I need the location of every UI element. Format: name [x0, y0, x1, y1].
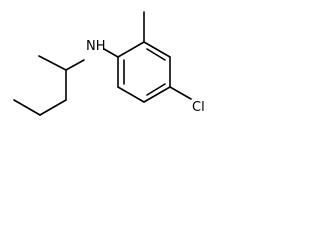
bond-ch2-ch	[39, 99, 67, 116]
ring-bond-2	[143, 41, 171, 58]
bond-ch-left-stub	[38, 55, 67, 71]
bond-ch-nh	[65, 59, 85, 71]
ring-bond-4	[143, 86, 171, 103]
nitrogen-atom-label: NH	[86, 39, 106, 54]
bond-nh-ring	[103, 48, 119, 58]
ring-double-bond-1	[146, 48, 166, 61]
ring-double-bond-2	[146, 83, 166, 96]
ring-bond-5	[117, 86, 145, 103]
bond-ch3-terminal	[13, 99, 41, 116]
bond-ring-cl	[169, 86, 192, 100]
chlorine-atom-label: Cl	[192, 100, 205, 115]
ring-bond-1	[117, 41, 145, 58]
chemical-structure: NH Cl	[13, 11, 205, 116]
